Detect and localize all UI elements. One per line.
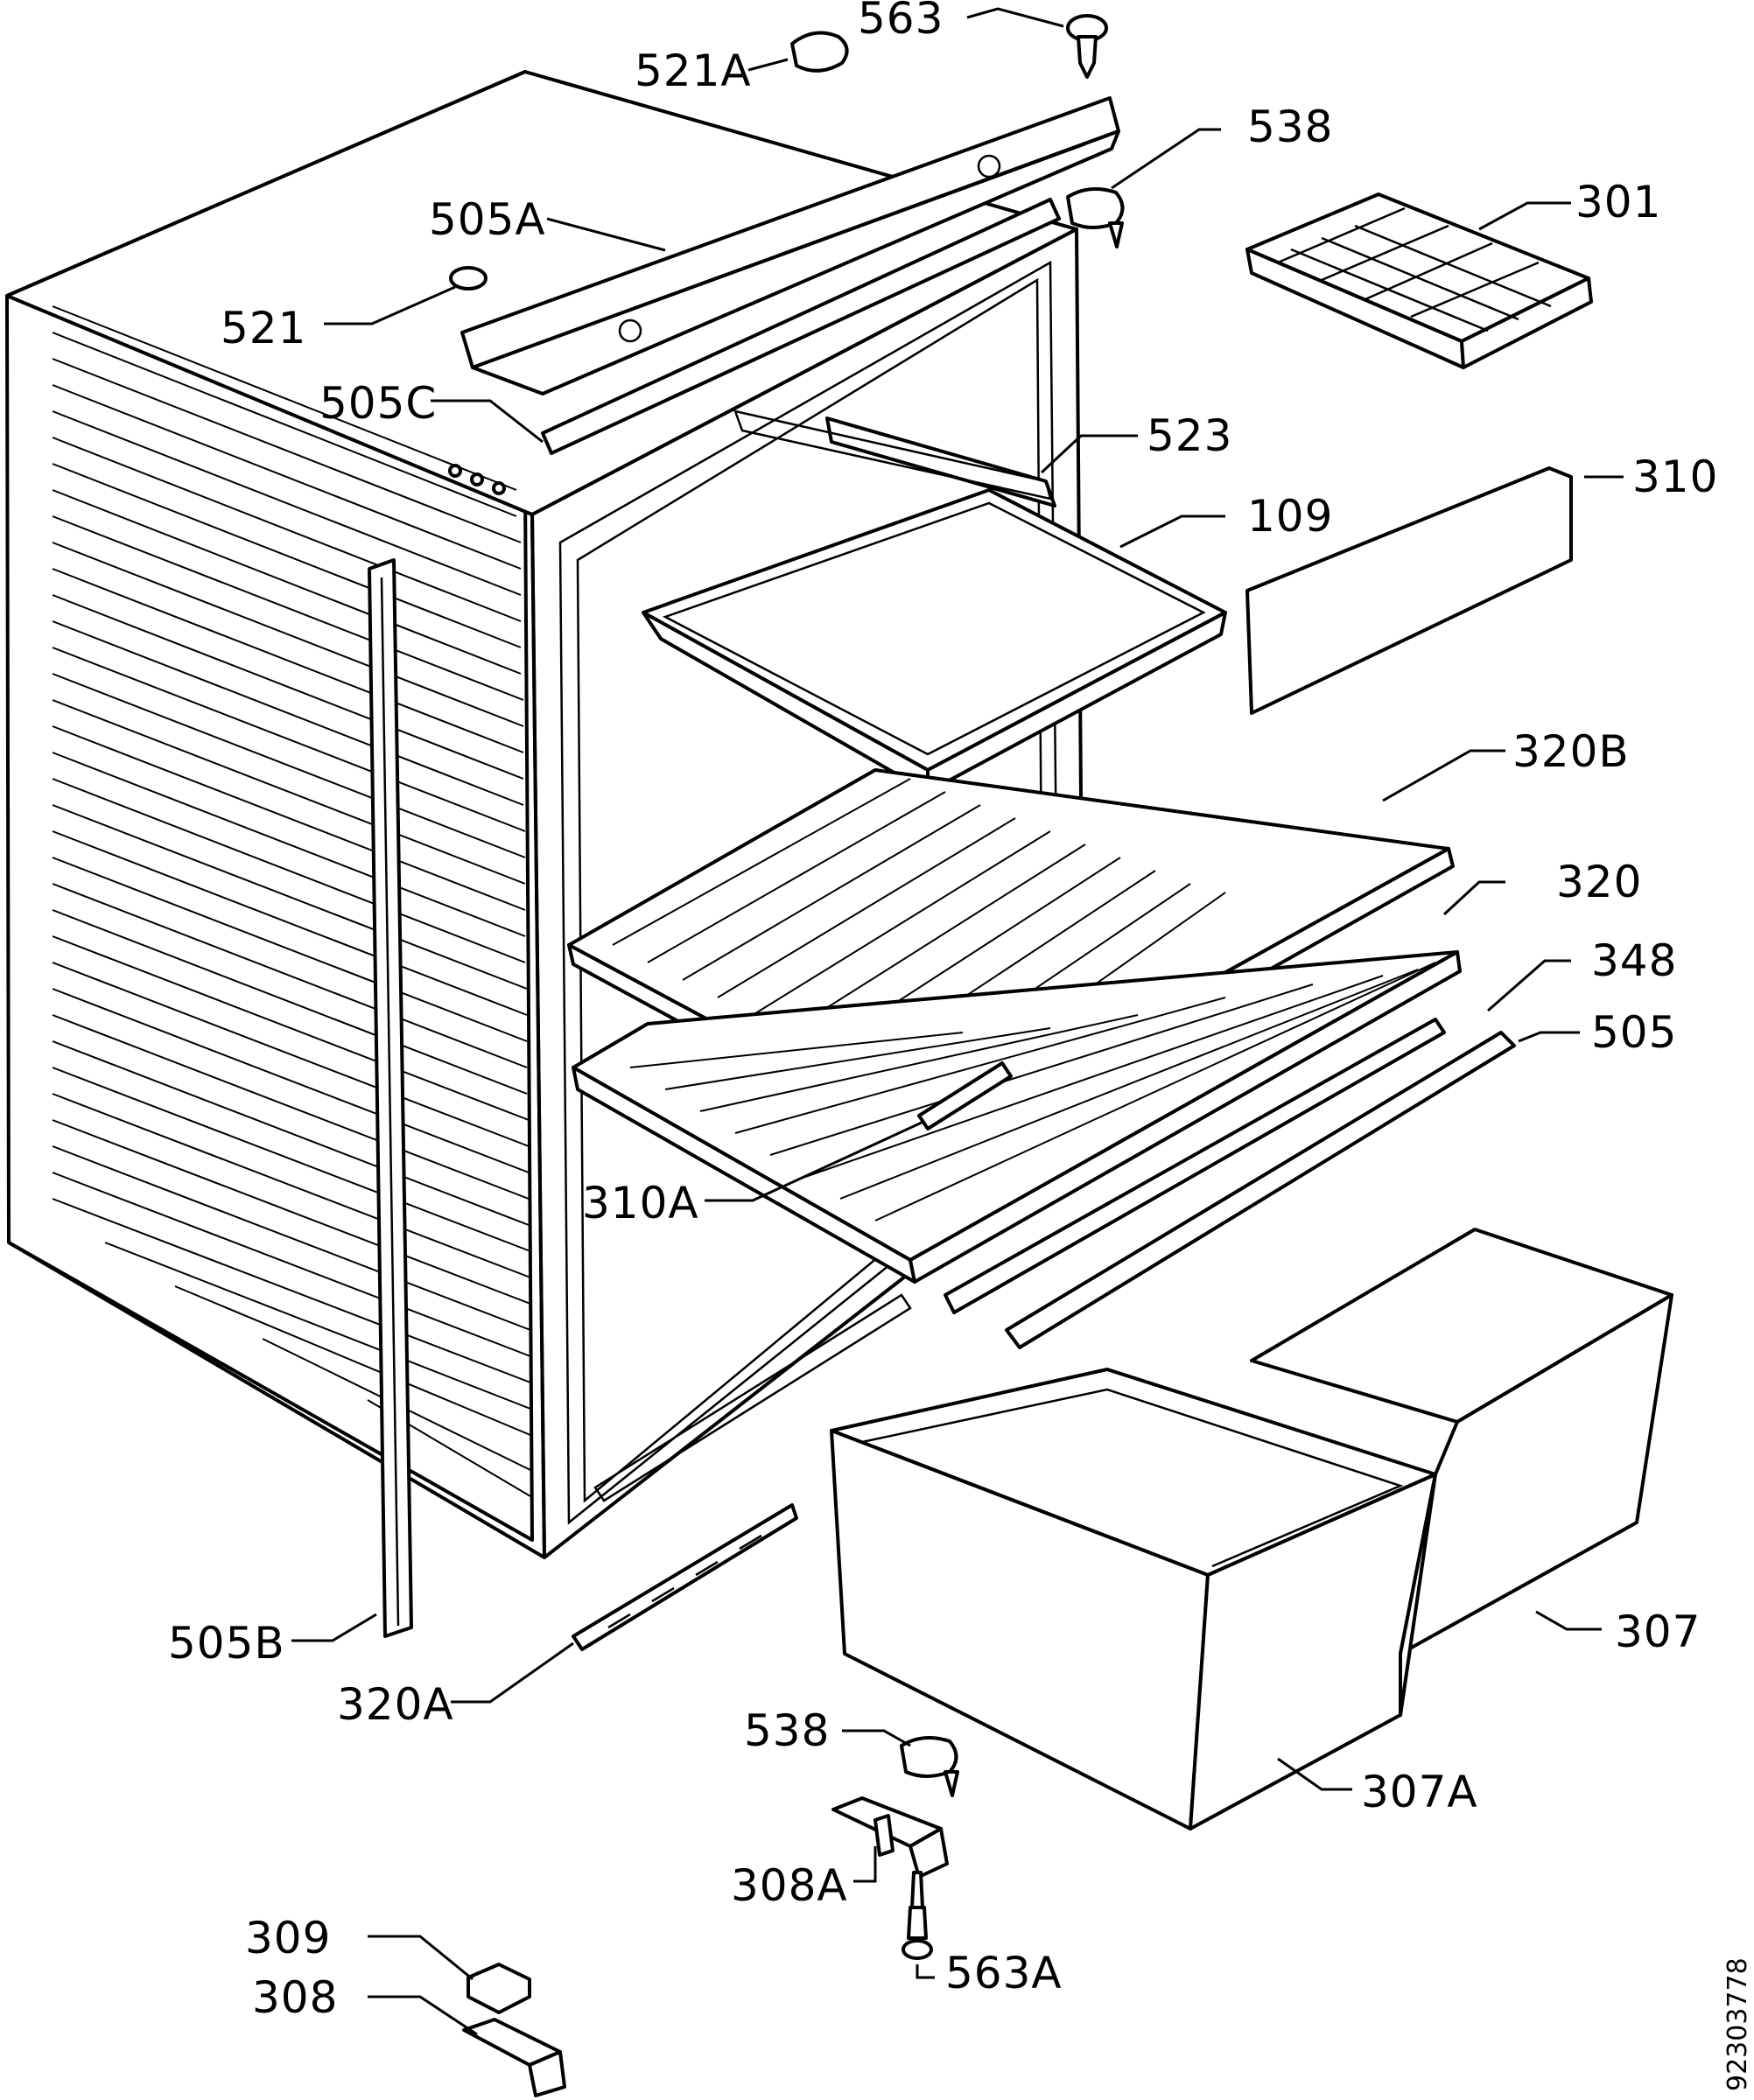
label-523: 523 xyxy=(1147,410,1232,461)
part-320A-bracket[interactable] xyxy=(572,1503,798,1651)
part-505B-door-strip[interactable] xyxy=(368,558,413,1638)
label-320: 320 xyxy=(1556,857,1642,907)
label-505A: 505A xyxy=(429,194,546,245)
label-505: 505 xyxy=(1591,1007,1677,1058)
label-521A: 521A xyxy=(635,46,752,96)
cabinet-side-hatching xyxy=(52,305,531,1497)
label-308: 308 xyxy=(252,1972,338,2023)
label-307A: 307A xyxy=(1361,1767,1478,1817)
label-563: 563 xyxy=(858,0,944,44)
part-521-cap[interactable] xyxy=(449,266,488,290)
part-109-drip-tray[interactable] xyxy=(642,488,1227,794)
label-310A: 310A xyxy=(582,1178,699,1228)
part-310-flap[interactable] xyxy=(1245,466,1573,715)
part-538-top-hinge[interactable] xyxy=(1066,187,1125,248)
label-310: 310 xyxy=(1632,452,1718,502)
part-308-bracket[interactable] xyxy=(462,2018,566,2097)
document-number: 92303778 xyxy=(1722,1957,1753,2091)
label-307: 307 xyxy=(1615,1606,1701,1657)
part-563-screw[interactable] xyxy=(1066,14,1108,79)
label-320A: 320A xyxy=(337,1679,454,1730)
part-521A-cap[interactable] xyxy=(790,31,849,73)
part-301-ice-tray[interactable] xyxy=(1245,192,1593,369)
label-301: 301 xyxy=(1575,177,1661,228)
part-320-shelf[interactable] xyxy=(572,950,1462,1284)
label-505B: 505B xyxy=(168,1618,285,1669)
leader-lines xyxy=(291,7,1624,2036)
part-348-glass-cover[interactable] xyxy=(944,1018,1446,1314)
label-309: 309 xyxy=(245,1913,331,1964)
part-307A-crisper-bin[interactable] xyxy=(830,1368,1437,1830)
part-505C-strip[interactable] xyxy=(541,198,1061,455)
part-505-strip[interactable] xyxy=(1005,1031,1516,1349)
part-310A-clip[interactable] xyxy=(917,1061,1013,1130)
part-308A-hinge-bracket[interactable] xyxy=(831,1796,949,1879)
label-538-top: 538 xyxy=(1247,102,1333,152)
label-563A: 563A xyxy=(945,1948,1063,1998)
label-505C: 505C xyxy=(319,378,437,429)
part-307-crisper-bin[interactable] xyxy=(1250,1228,1673,1717)
part-538-bottom-hinge[interactable] xyxy=(900,1736,959,1797)
label-521: 521 xyxy=(221,303,306,354)
label-538-bottom: 538 xyxy=(744,1705,830,1756)
label-348: 348 xyxy=(1591,935,1677,986)
part-309-cap[interactable] xyxy=(467,1963,531,2014)
label-308A: 308A xyxy=(731,1860,848,1911)
part-labels: 563 521A 538 301 505A 521 505C 523 310 1… xyxy=(168,0,1718,2023)
part-563A-screw[interactable] xyxy=(902,1871,933,1960)
label-109: 109 xyxy=(1247,491,1333,542)
part-505A-top-rail[interactable] xyxy=(460,96,1120,396)
label-320B: 320B xyxy=(1512,726,1630,777)
part-523-freezer-frame[interactable] xyxy=(733,410,1056,508)
